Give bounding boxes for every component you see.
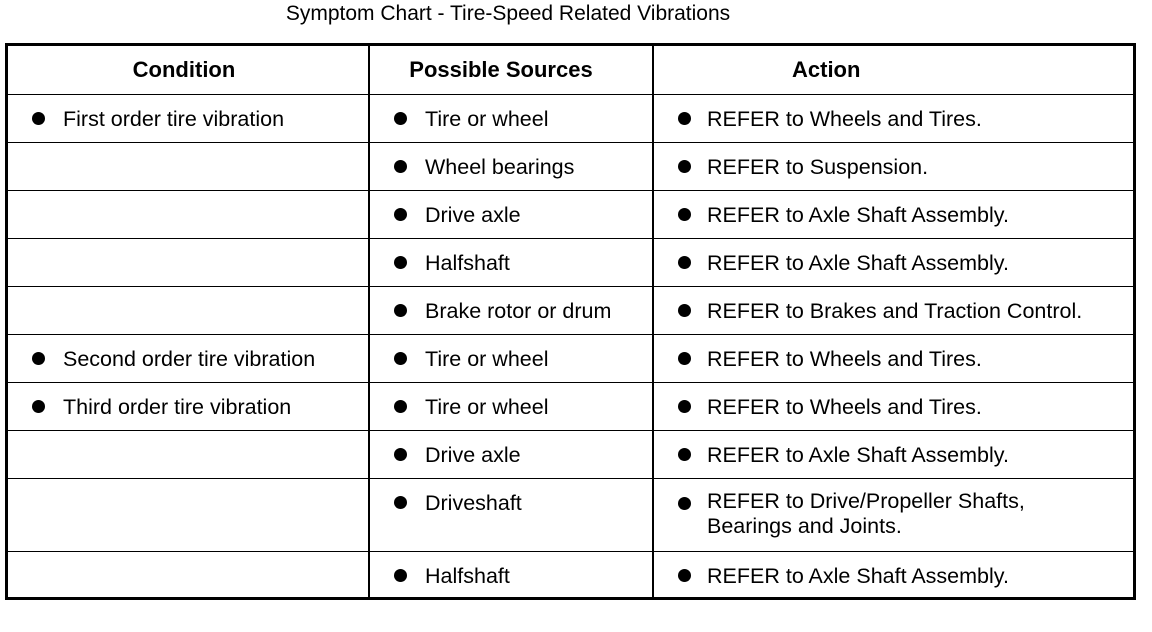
action-text: REFER to Wheels and Tires. — [707, 107, 982, 131]
source-text: Tire or wheel — [425, 395, 549, 419]
condition-text: Third order tire vibration — [63, 395, 292, 419]
source-cell: Halfshaft — [368, 239, 652, 286]
header-action: Action — [652, 46, 1133, 94]
condition-cell — [8, 287, 368, 334]
bullet-icon — [394, 399, 407, 413]
header-condition: Condition — [132, 57, 236, 82]
table-row: Driveshaft REFER to Drive/Propeller Shaft… — [8, 478, 1133, 551]
action-cell: REFER to Wheels and Tires. — [652, 383, 1133, 430]
table-row: Wheel bearings REFER to Suspension. — [8, 142, 1133, 190]
chart-title: Symptom Chart - Tire-Speed Related Vibra… — [285, 2, 731, 25]
bullet-icon — [394, 568, 407, 582]
condition-cell — [8, 552, 368, 597]
bullet-icon — [678, 111, 691, 125]
bullet-icon — [678, 303, 691, 317]
bullet-icon — [394, 447, 407, 461]
condition-text: First order tire vibration — [63, 107, 285, 131]
bullet-icon — [678, 159, 691, 173]
action-text: REFER to Axle Shaft Assembly. — [707, 564, 1009, 588]
action-cell: REFER to Axle Shaft Assembly. — [652, 239, 1133, 286]
source-text: Brake rotor or drum — [425, 299, 612, 323]
table-header-row: Condition Possible Sources Action — [8, 46, 1133, 94]
source-cell: Tire or wheel — [368, 335, 652, 382]
table-row: Third order tire vibration Tire or wheel R… — [8, 382, 1133, 430]
header-possible-sources: Possible Sources — [368, 46, 652, 94]
action-cell: REFER to Wheels and Tires. — [652, 95, 1133, 142]
bullet-icon — [394, 495, 407, 509]
bullet-icon — [394, 303, 407, 317]
table-row: Drive axle REFER to Axle Shaft Assembly. — [8, 190, 1133, 238]
bullet-icon — [678, 568, 691, 582]
source-cell: Wheel bearings — [368, 143, 652, 190]
action-cell: REFER to Axle Shaft Assembly. — [652, 552, 1133, 597]
condition-cell: Second order tire vibration — [8, 335, 368, 382]
source-text: Driveshaft — [425, 491, 522, 515]
condition-cell — [8, 143, 368, 190]
source-text: Drive axle — [425, 203, 521, 227]
bullet-icon — [32, 351, 45, 365]
source-text: Halfshaft — [425, 251, 510, 275]
bullet-icon — [394, 255, 407, 269]
table-row: Halfshaft REFER to Axle Shaft Assembly. — [8, 238, 1133, 286]
symptom-table: Condition Possible Sources Action First … — [5, 43, 1136, 600]
source-cell: Tire or wheel — [368, 383, 652, 430]
table-row: Brake rotor or drum REFER to Brakes and T… — [8, 286, 1133, 334]
bullet-icon — [394, 351, 407, 365]
condition-cell: Third order tire vibration — [8, 383, 368, 430]
action-cell: REFER to Drive/Propeller Shafts, Bearing… — [652, 479, 1133, 551]
source-cell: Halfshaft — [368, 552, 652, 597]
condition-cell — [8, 191, 368, 238]
action-cell: REFER to Axle Shaft Assembly. — [652, 191, 1133, 238]
bullet-icon — [678, 255, 691, 269]
source-text: Drive axle — [425, 443, 521, 467]
bullet-icon — [678, 497, 691, 510]
bullet-icon — [678, 399, 691, 413]
source-text: Wheel bearings — [425, 155, 575, 179]
bullet-icon — [32, 111, 45, 125]
condition-cell — [8, 431, 368, 478]
action-text: REFER to Brakes and Traction Control. — [707, 299, 1083, 323]
action-text: REFER to Axle Shaft Assembly. — [707, 203, 1009, 227]
action-cell: REFER to Brakes and Traction Control. — [652, 287, 1133, 334]
bullet-icon — [32, 399, 45, 413]
action-text: REFER to Axle Shaft Assembly. — [707, 251, 1009, 275]
bullet-icon — [678, 351, 691, 365]
bullet-icon — [394, 207, 407, 221]
source-cell: Tire or wheel — [368, 95, 652, 142]
source-cell: Drive axle — [368, 431, 652, 478]
action-cell: REFER to Suspension. — [652, 143, 1133, 190]
condition-cell — [8, 239, 368, 286]
action-cell: REFER to Wheels and Tires. — [652, 335, 1133, 382]
condition-cell — [8, 479, 368, 551]
action-cell: REFER to Axle Shaft Assembly. — [652, 431, 1133, 478]
source-text: Tire or wheel — [425, 347, 549, 371]
action-text: REFER to Axle Shaft Assembly. — [707, 443, 1009, 467]
source-text: Halfshaft — [425, 564, 510, 588]
table-row: Second order tire vibration Tire or wheel… — [8, 334, 1133, 382]
condition-cell: First order tire vibration — [8, 95, 368, 142]
bullet-icon — [394, 111, 407, 125]
bullet-icon — [678, 447, 691, 461]
table-row: Halfshaft REFER to Axle Shaft Assembly. — [8, 551, 1133, 597]
condition-text: Second order tire vibration — [63, 347, 316, 371]
table-row: First order tire vibration Tire or wheel R… — [8, 94, 1133, 142]
source-cell: Driveshaft — [368, 479, 652, 551]
action-text: REFER to Suspension. — [707, 155, 929, 179]
action-text: REFER to Wheels and Tires. — [707, 395, 982, 419]
source-cell: Drive axle — [368, 191, 652, 238]
table-row: Drive axle REFER to Axle Shaft Assembly. — [8, 430, 1133, 478]
bullet-icon — [394, 159, 407, 173]
source-text: Tire or wheel — [425, 107, 549, 131]
bullet-icon — [678, 207, 691, 221]
action-text: REFER to Drive/Propeller Shafts, Bearing… — [707, 489, 1025, 538]
source-cell: Brake rotor or drum — [368, 287, 652, 334]
action-text: REFER to Wheels and Tires. — [707, 347, 982, 371]
